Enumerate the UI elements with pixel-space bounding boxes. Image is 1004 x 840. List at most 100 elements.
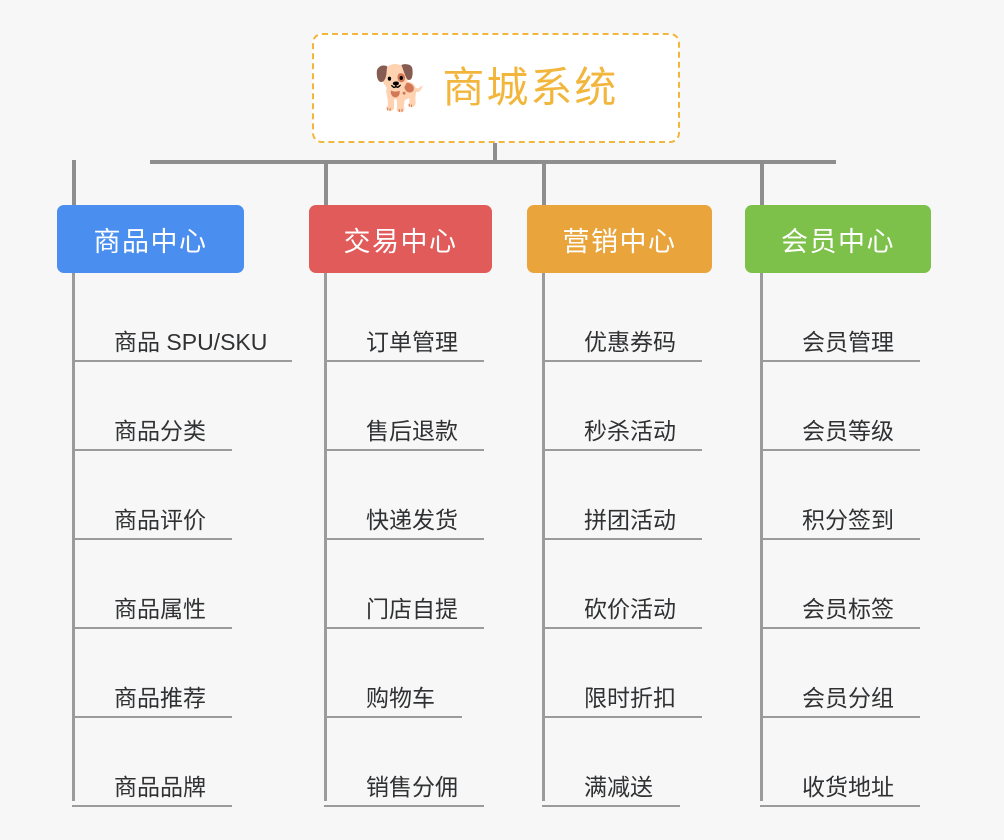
leaf-underline [324, 805, 484, 807]
leaf-label: 会员分组 [802, 685, 894, 711]
leaf-underline [542, 360, 702, 362]
leaf-underline [760, 627, 920, 629]
leaf-underline [760, 449, 920, 451]
leaf-underline [760, 716, 920, 718]
leaf-list-trade-center: 订单管理售后退款快递发货门店自提购物车销售分佣 [324, 273, 492, 807]
leaf-item[interactable]: 限时折扣 [542, 629, 712, 718]
leaf-item[interactable]: 商品推荐 [72, 629, 289, 718]
category-label-marketing-center: 营销中心 [562, 226, 677, 257]
leaf-item[interactable]: 商品品牌 [72, 718, 289, 807]
leaf-label: 商品属性 [114, 596, 206, 622]
leaf-list-product-center: 商品 SPU/SKU 商品分类商品评价商品属性商品推荐商品品牌 [72, 273, 292, 807]
leaf-item[interactable]: 商品分类 [72, 362, 289, 451]
leaf-underline [542, 716, 702, 718]
leaf-underline [760, 360, 920, 362]
leaf-underline [542, 627, 702, 629]
leaf-underline [324, 449, 484, 451]
connector-drop-marketing-center [542, 160, 546, 205]
column-marketing-center: 营销中心优惠券码秒杀活动拼团活动砍价活动限时折扣满减送 [527, 205, 712, 807]
leaf-item[interactable]: 购物车 [324, 629, 492, 718]
leaf-underline [72, 627, 232, 629]
leaf-item[interactable]: 会员标签 [760, 540, 931, 629]
leaf-label: 商品评价 [114, 507, 206, 533]
leaf-label: 满减送 [584, 774, 653, 800]
leaf-trunk-product-center [72, 273, 75, 801]
leaf-item[interactable]: 会员分组 [760, 629, 931, 718]
leaf-item[interactable]: 订单管理 [324, 273, 492, 362]
column-trade-center: 交易中心订单管理售后退款快递发货门店自提购物车销售分佣 [309, 205, 492, 807]
leaf-label: 销售分佣 [366, 774, 458, 800]
leaf-item[interactable]: 收货地址 [760, 718, 931, 807]
connector-root-stem [493, 143, 497, 162]
category-label-trade-center: 交易中心 [343, 226, 458, 257]
leaf-underline [324, 627, 484, 629]
leaf-label: 购物车 [366, 685, 435, 711]
leaf-underline [324, 538, 484, 540]
leaf-label: 优惠券码 [584, 329, 676, 355]
leaf-item[interactable]: 商品属性 [72, 540, 289, 629]
leaf-underline [324, 360, 484, 362]
leaf-label: 会员管理 [802, 329, 894, 355]
leaf-item[interactable]: 门店自提 [324, 540, 492, 629]
leaf-item[interactable]: 优惠券码 [542, 273, 712, 362]
leaf-underline [760, 805, 920, 807]
leaf-label: 商品分类 [114, 418, 206, 444]
category-box-marketing-center[interactable]: 营销中心 [527, 205, 712, 273]
category-box-product-center[interactable]: 商品中心 [57, 205, 244, 273]
leaf-label: 会员标签 [802, 596, 894, 622]
leaf-item[interactable]: 商品评价 [72, 451, 289, 540]
leaf-underline [72, 360, 292, 362]
column-product-center: 商品中心商品 SPU/SKU 商品分类商品评价商品属性商品推荐商品品牌 [57, 205, 292, 807]
category-box-member-center[interactable]: 会员中心 [745, 205, 931, 273]
leaf-underline [72, 716, 232, 718]
leaf-underline [72, 805, 232, 807]
shiba-dog-face-icon: 🐕 [373, 64, 429, 113]
leaf-item[interactable]: 会员等级 [760, 362, 931, 451]
leaf-item[interactable]: 满减送 [542, 718, 712, 807]
category-label-product-center: 商品中心 [93, 226, 208, 257]
leaf-label: 商品推荐 [114, 685, 206, 711]
leaf-underline [542, 805, 680, 807]
leaf-label: 订单管理 [366, 329, 458, 355]
leaf-list-marketing-center: 优惠券码秒杀活动拼团活动砍价活动限时折扣满减送 [542, 273, 712, 807]
leaf-label: 快递发货 [366, 507, 458, 533]
leaf-item[interactable]: 积分签到 [760, 451, 931, 540]
category-box-trade-center[interactable]: 交易中心 [309, 205, 492, 273]
root-node-shop-system[interactable]: 🐕 商城系统 [312, 33, 680, 143]
connector-drop-product-center [72, 160, 76, 205]
leaf-underline [72, 538, 232, 540]
leaf-trunk-member-center [760, 273, 763, 801]
leaf-label: 积分签到 [802, 507, 894, 533]
leaf-item[interactable]: 销售分佣 [324, 718, 492, 807]
leaf-trunk-marketing-center [542, 273, 545, 801]
leaf-label: 收货地址 [802, 774, 894, 800]
leaf-label: 会员等级 [802, 418, 894, 444]
leaf-underline [324, 716, 462, 718]
leaf-underline [542, 449, 702, 451]
leaf-underline [760, 538, 920, 540]
leaf-label: 秒杀活动 [584, 418, 676, 444]
leaf-item[interactable]: 快递发货 [324, 451, 492, 540]
connector-horizontal-bus [150, 160, 836, 164]
root-node-title: 商城系统 [442, 64, 619, 111]
leaf-item[interactable]: 售后退款 [324, 362, 492, 451]
leaf-item[interactable]: 拼团活动 [542, 451, 712, 540]
category-label-member-center: 会员中心 [781, 226, 895, 257]
leaf-label: 限时折扣 [584, 685, 676, 711]
leaf-item[interactable]: 秒杀活动 [542, 362, 712, 451]
leaf-label: 门店自提 [366, 596, 458, 622]
column-member-center: 会员中心会员管理会员等级积分签到会员标签会员分组收货地址 [745, 205, 931, 807]
leaf-trunk-trade-center [324, 273, 327, 801]
leaf-list-member-center: 会员管理会员等级积分签到会员标签会员分组收货地址 [760, 273, 931, 807]
leaf-item[interactable]: 砍价活动 [542, 540, 712, 629]
leaf-item[interactable]: 会员管理 [760, 273, 931, 362]
leaf-underline [542, 538, 702, 540]
connector-drop-trade-center [324, 160, 328, 205]
leaf-item[interactable]: 商品 SPU/SKU [72, 273, 292, 362]
leaf-label: 售后退款 [366, 418, 458, 444]
leaf-label: 商品品牌 [114, 774, 206, 800]
leaf-label: 商品 SPU/SKU [114, 329, 268, 355]
leaf-label: 拼团活动 [584, 507, 676, 533]
leaf-label: 砍价活动 [584, 596, 676, 622]
